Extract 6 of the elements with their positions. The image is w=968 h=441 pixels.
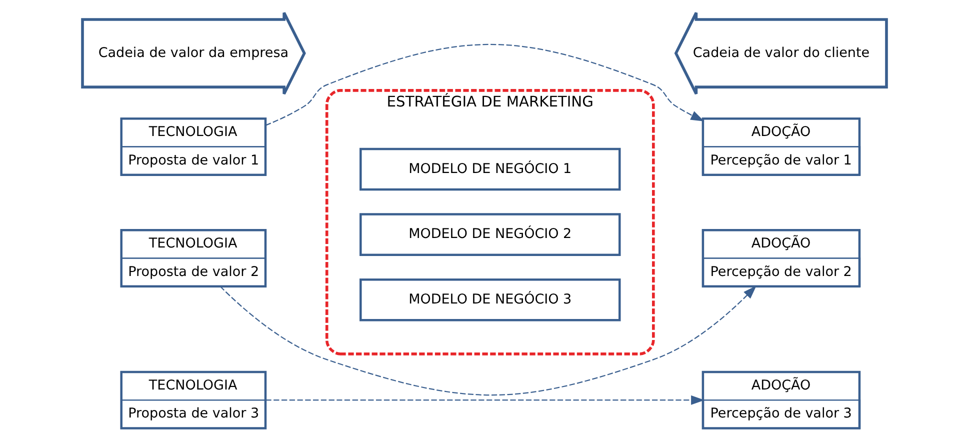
node-box: MODELO DE NEGÓCIO 3 [359, 278, 620, 322]
arrow [265, 395, 704, 405]
node-box: MODELO DE NEGÓCIO 1 [359, 148, 620, 191]
node-box: MODELO DE NEGÓCIO 2 [359, 213, 620, 256]
arrow [264, 44, 704, 126]
arrow [219, 286, 756, 396]
